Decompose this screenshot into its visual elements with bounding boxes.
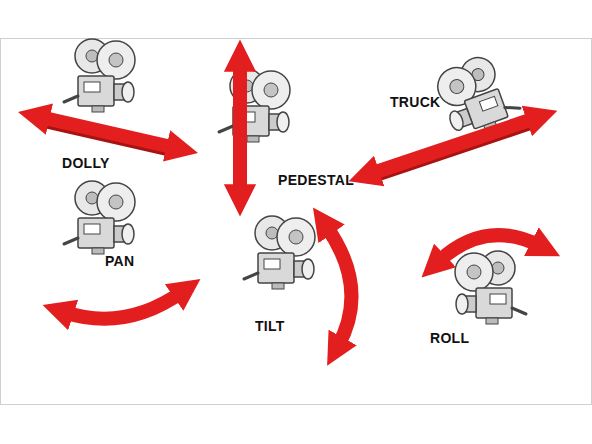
motion-label: PAN (105, 253, 134, 269)
motion-label: DOLLY (62, 155, 110, 171)
pan-arrow (64, 292, 182, 319)
pedestal-arrow (233, 62, 247, 194)
camera-pedestal (219, 69, 290, 142)
camera-dolly (64, 39, 135, 112)
motion-label: TILT (255, 318, 285, 334)
tilt-arrow (326, 226, 351, 346)
frame (1, 39, 592, 405)
motion-label: TRUCK (390, 94, 441, 110)
dolly-arrow (40, 117, 176, 148)
camera-tilt (244, 216, 315, 289)
motion-label: ROLL (430, 330, 469, 346)
camera-roll (455, 251, 526, 324)
roll-arrow (438, 235, 540, 262)
motion-label: PEDESTAL (278, 172, 354, 188)
camera-pan (64, 181, 135, 254)
truck-arrow (370, 118, 536, 174)
